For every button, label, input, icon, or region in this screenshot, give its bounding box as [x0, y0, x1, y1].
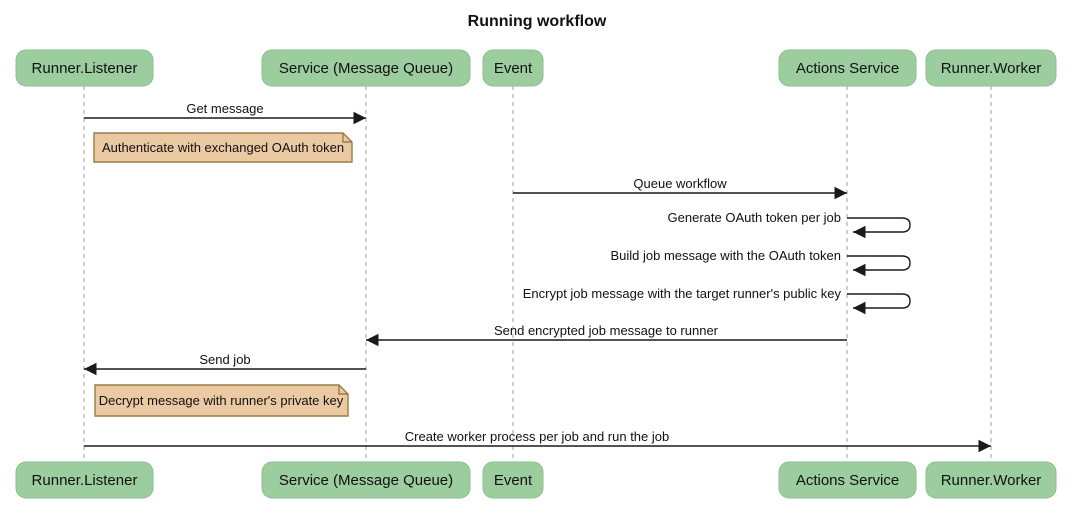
- actor-box: [15, 49, 154, 87]
- actor-label: Event: [494, 472, 533, 489]
- diagram-title: Running workflow: [468, 13, 607, 30]
- actor-top-service-message-queue: Service (Message Queue): [261, 49, 471, 87]
- actor-bottom-event: Event: [482, 461, 544, 499]
- actor-label: Event: [494, 60, 533, 77]
- actor-label: Actions Service: [796, 60, 899, 77]
- actor-box: [482, 461, 544, 499]
- note-label: Decrypt message with runner's private ke…: [99, 393, 344, 408]
- actor-top-event: Event: [482, 49, 544, 87]
- message-label: Get message: [186, 101, 263, 116]
- message-label: Encrypt job message with the target runn…: [523, 286, 842, 301]
- note-fold-corner: [338, 385, 348, 395]
- message-label: Send encrypted job message to runner: [494, 323, 719, 338]
- self-message-arrow: [847, 217, 911, 239]
- message-label: Generate OAuth token per job: [668, 210, 841, 225]
- actor-bottom-actions-service: Actions Service: [778, 461, 917, 499]
- actor-label: Actions Service: [796, 472, 899, 489]
- actor-top-runner-listener: Runner.Listener: [15, 49, 154, 87]
- note-authenticate: Authenticate with exchanged OAuth token: [93, 132, 353, 163]
- message-send-encrypted: Send encrypted job message to runner: [366, 323, 847, 347]
- actor-box: [261, 461, 471, 499]
- message-label: Send job: [199, 352, 250, 367]
- message-generate-oauth-token: Generate OAuth token per job: [668, 210, 911, 239]
- actor-label: Service (Message Queue): [279, 60, 453, 77]
- self-message-arrow: [847, 293, 911, 315]
- actor-bottom-runner-worker: Runner.Worker: [925, 461, 1057, 499]
- actor-box: [482, 49, 544, 87]
- actor-box: [261, 49, 471, 87]
- message-queue-workflow: Queue workflow: [513, 176, 847, 200]
- actor-box: [778, 49, 917, 87]
- note-label: Authenticate with exchanged OAuth token: [102, 140, 344, 155]
- note-decrypt: Decrypt message with runner's private ke…: [94, 384, 349, 417]
- actor-label: Runner.Listener: [32, 472, 138, 489]
- message-get-message: Get message: [84, 101, 366, 125]
- message-send-job: Send job: [84, 352, 366, 376]
- message-build-job-message: Build job message with the OAuth token: [610, 248, 911, 277]
- actor-label: Service (Message Queue): [279, 472, 453, 489]
- actor-box: [15, 461, 154, 499]
- actor-bottom-runner-listener: Runner.Listener: [15, 461, 154, 499]
- actor-box: [778, 461, 917, 499]
- note-shape: [94, 384, 349, 417]
- actor-label: Runner.Worker: [941, 472, 1042, 489]
- message-label: Queue workflow: [633, 176, 727, 191]
- note-fold-corner: [342, 133, 352, 143]
- message-encrypt-job-message: Encrypt job message with the target runn…: [523, 286, 911, 315]
- actor-top-actions-service: Actions Service: [778, 49, 917, 87]
- message-label: Build job message with the OAuth token: [610, 248, 841, 263]
- actor-top-runner-worker: Runner.Worker: [925, 49, 1057, 87]
- actor-bottom-service-message-queue: Service (Message Queue): [261, 461, 471, 499]
- actor-box: [925, 49, 1057, 87]
- actor-box: [925, 461, 1057, 499]
- message-label: Create worker process per job and run th…: [405, 429, 669, 444]
- note-shape: [93, 132, 353, 163]
- actor-label: Runner.Listener: [32, 60, 138, 77]
- message-create-worker: Create worker process per job and run th…: [84, 429, 991, 453]
- actor-label: Runner.Worker: [941, 60, 1042, 77]
- self-message-arrow: [847, 255, 911, 277]
